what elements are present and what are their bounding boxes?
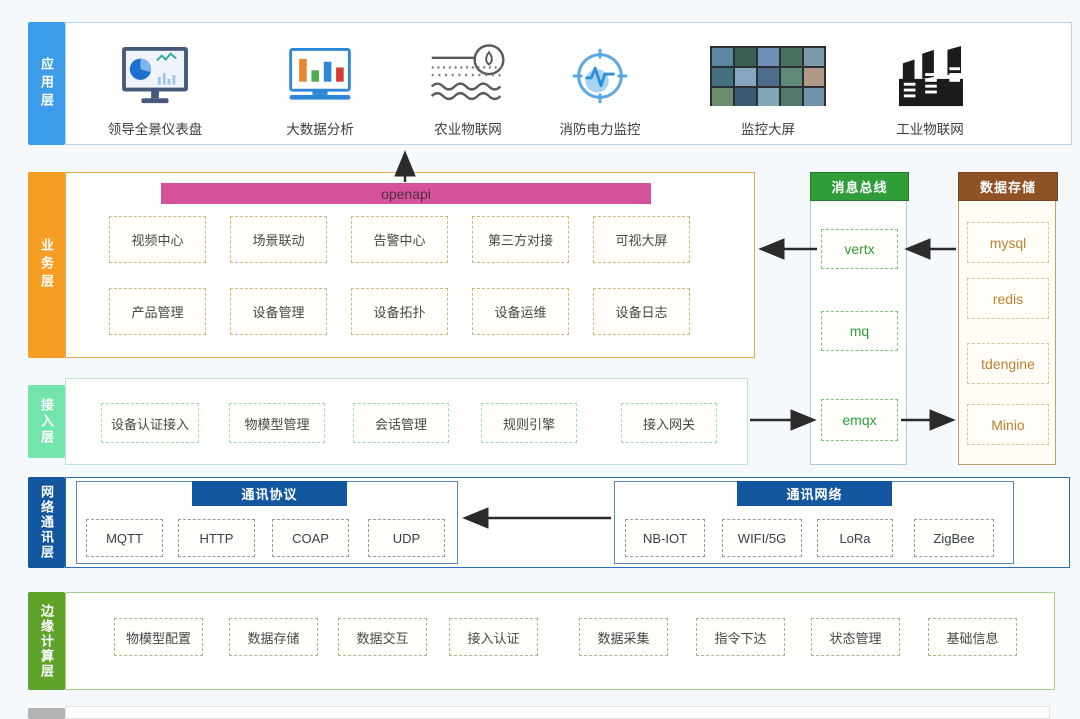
partial-layer-box [65, 706, 1050, 719]
app-item-fire-power: 消防电力监控 [525, 30, 675, 138]
data-store-header: 数据存储 [958, 172, 1058, 201]
agriculture-iot-icon [426, 42, 510, 110]
store-box-redis: redis [967, 278, 1049, 319]
biz-box-video-center: 视频中心 [109, 216, 206, 263]
business-layer-label: 业务层 [28, 172, 65, 358]
comm-network-group: 通讯网络 NB-IOT WIFI/5G LoRa ZigBee [614, 481, 1014, 564]
network-box-lora: LoRa [817, 519, 893, 557]
biz-box-device-mgmt: 设备管理 [230, 288, 327, 335]
access-layer-label: 接入层 [28, 385, 65, 458]
access-box-session-mgmt: 会话管理 [353, 403, 449, 443]
app-item-label: 大数据分析 [286, 122, 354, 137]
app-item-dashboard: 领导全景仪表盘 [80, 30, 230, 138]
monitor-wall-icon [710, 42, 826, 110]
app-item-label: 监控大屏 [741, 122, 795, 137]
edge-box-access-auth: 接入认证 [449, 618, 538, 656]
bus-box-vertx: vertx [821, 229, 898, 269]
biz-box-device-log: 设备日志 [593, 288, 690, 335]
comm-network-group-header: 通讯网络 [737, 481, 892, 506]
dashboard-monitor-icon [116, 42, 194, 110]
access-box-rule-engine: 规则引擎 [481, 403, 577, 443]
message-bus-header: 消息总线 [810, 172, 909, 201]
store-box-mysql: mysql [967, 222, 1049, 263]
app-item-agriculture: 农业物联网 [393, 30, 543, 138]
bus-box-mq: mq [821, 311, 898, 351]
biz-box-device-ops: 设备运维 [472, 288, 569, 335]
edge-layer-box: 物模型配置 数据存储 数据交互 接入认证 数据采集 指令下达 状态管理 基础信息 [65, 592, 1055, 690]
network-box-nbiot: NB-IOT [625, 519, 705, 557]
protocol-box-coap: COAP [272, 519, 349, 557]
app-item-label: 领导全景仪表盘 [107, 122, 203, 137]
protocol-group: 通讯协议 MQTT HTTP COAP UDP [76, 481, 458, 564]
network-layer-label: 网络通讯层 [28, 477, 65, 568]
app-item-monitor-wall: 监控大屏 [693, 30, 843, 138]
app-item-label: 工业物联网 [896, 122, 964, 137]
protocol-box-udp: UDP [368, 519, 445, 557]
network-layer-box: 通讯协议 MQTT HTTP COAP UDP 通讯网络 NB-IOT WIFI… [65, 477, 1070, 568]
industry-iot-icon [893, 42, 967, 110]
network-box-zigbee: ZigBee [914, 519, 994, 557]
app-item-label: 消防电力监控 [559, 122, 641, 137]
network-box-wifi5g: WIFI/5G [722, 519, 802, 557]
app-layer-label: 应用层 [28, 22, 65, 145]
openapi-bar: openapi [161, 183, 651, 204]
protocol-box-http: HTTP [178, 519, 255, 557]
edge-box-thing-model-config: 物模型配置 [114, 618, 203, 656]
store-box-tdengine: tdengine [967, 343, 1049, 384]
biz-box-third-party: 第三方对接 [472, 216, 569, 263]
data-store-column: 数据存储 mysql redis tdengine Minio [958, 172, 1058, 465]
edge-box-data-storage: 数据存储 [229, 618, 318, 656]
bar-chart-monitor-icon [284, 42, 356, 110]
protocol-box-mqtt: MQTT [86, 519, 163, 557]
store-box-minio: Minio [967, 404, 1049, 445]
partial-layer-label [28, 708, 65, 719]
edge-box-data-exchange: 数据交互 [338, 618, 427, 656]
app-item-industry: 工业物联网 [855, 30, 1005, 138]
protocol-group-header: 通讯协议 [192, 481, 347, 506]
biz-box-product-mgmt: 产品管理 [109, 288, 206, 335]
access-box-gateway: 接入网关 [621, 403, 717, 443]
bus-box-emqx: emqx [821, 399, 898, 441]
access-box-device-auth: 设备认证接入 [101, 403, 199, 443]
edge-box-command-dispatch: 指令下达 [696, 618, 785, 656]
edge-box-status-mgmt: 状态管理 [811, 618, 900, 656]
access-box-thing-model: 物模型管理 [229, 403, 325, 443]
biz-box-device-topo: 设备拓扑 [351, 288, 448, 335]
biz-box-alarm-center: 告警中心 [351, 216, 448, 263]
biz-box-scene-linkage: 场景联动 [230, 216, 327, 263]
biz-box-visual-screen: 可视大屏 [593, 216, 690, 263]
edge-box-basic-info: 基础信息 [928, 618, 1017, 656]
edge-layer-label: 边缘计算层 [28, 592, 65, 690]
access-layer-box: 设备认证接入 物模型管理 会话管理 规则引擎 接入网关 [65, 378, 748, 465]
app-item-label: 农业物联网 [434, 122, 502, 137]
business-layer-box: openapi 视频中心 场景联动 告警中心 第三方对接 可视大屏 产品管理 设… [65, 172, 755, 358]
message-bus-column: 消息总线 vertx mq emqx [810, 172, 909, 465]
fire-power-monitor-icon [568, 42, 632, 110]
edge-box-data-collect: 数据采集 [579, 618, 668, 656]
app-item-bigdata: 大数据分析 [245, 30, 395, 138]
